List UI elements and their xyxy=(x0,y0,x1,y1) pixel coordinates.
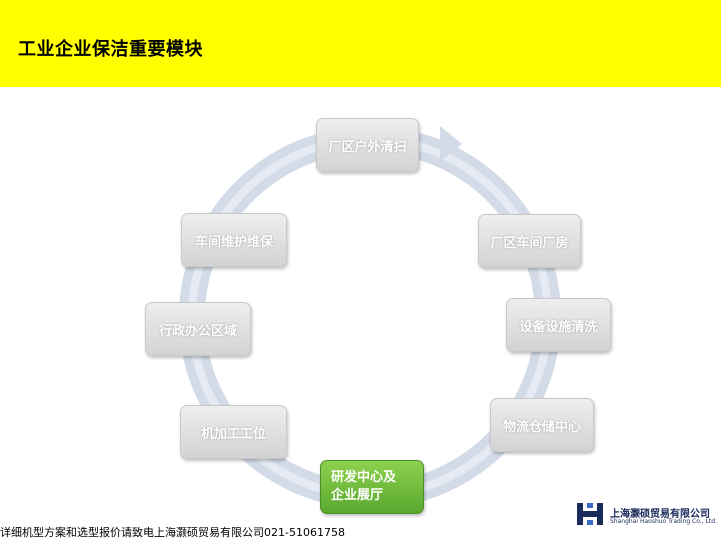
page-title: 工业企业保洁重要模块 xyxy=(18,39,203,60)
node-maintenance[interactable]: 车间维护维保 xyxy=(181,213,287,267)
node-logistics-warehouse[interactable]: 物流仓储中心 xyxy=(490,398,594,452)
company-logo-icon xyxy=(575,500,605,528)
node-office-area[interactable]: 行政办公区域 xyxy=(145,302,251,356)
node-outdoor-cleaning[interactable]: 厂区户外清扫 xyxy=(316,118,419,172)
company-name-cn: 上海灏硕贸易有限公司 xyxy=(610,509,710,520)
title-bar: 工业企业保洁重要模块 xyxy=(0,0,721,87)
contact-footer: 详细机型方案和选型报价请致电上海灏硕贸易有限公司021-51061758 xyxy=(0,526,345,539)
node-rnd-showroom[interactable]: 研发中心及 企业展厅 xyxy=(320,460,424,514)
node-machining-station[interactable]: 机加工工位 xyxy=(180,405,287,459)
arrow-head-icon xyxy=(440,126,462,162)
company-name-en: Shanghai Haoshuo Trading Co., Ltd. xyxy=(610,518,717,525)
node-workshop[interactable]: 厂区车间厂房 xyxy=(478,214,581,268)
node-equipment-cleaning[interactable]: 设备设施清洗 xyxy=(506,298,611,352)
